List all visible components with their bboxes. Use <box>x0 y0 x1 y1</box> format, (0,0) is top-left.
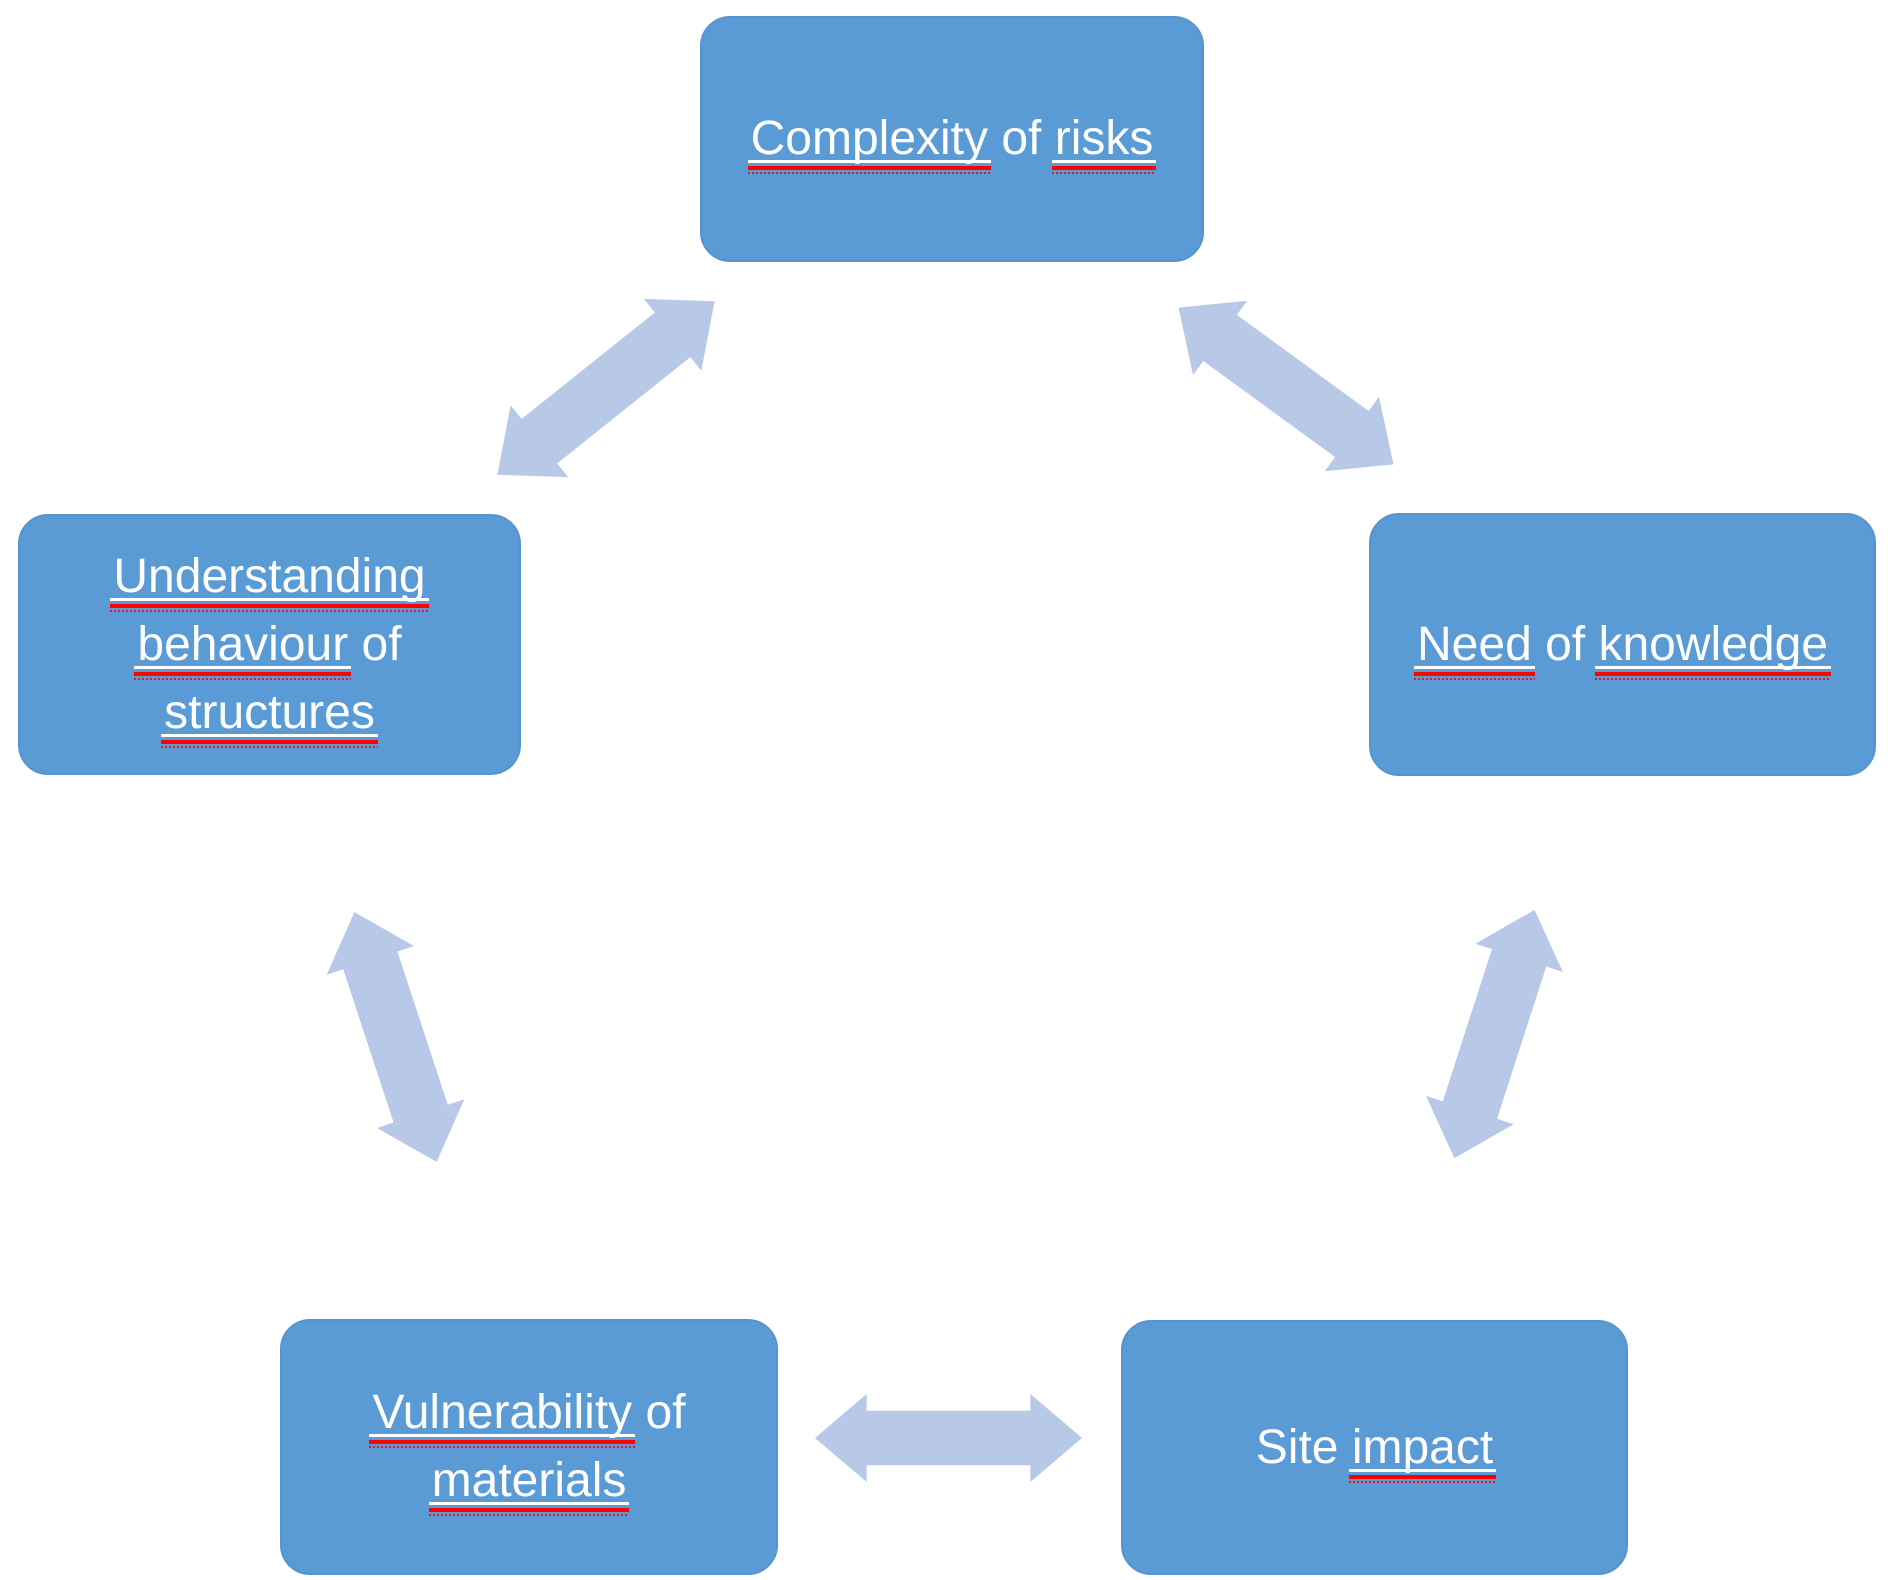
arrow-knowledge-siteimpact <box>1411 896 1579 1173</box>
misspelled-word: risks <box>1054 112 1154 165</box>
arrow-vulnerability-siteimpact <box>815 1394 1082 1482</box>
node-label-need-of-knowledge: Need of knowledge <box>1417 611 1828 679</box>
node-need-of-knowledge: Need of knowledge <box>1369 513 1876 776</box>
misspelled-word: Complexity <box>750 112 989 165</box>
node-site-impact: Site impact <box>1121 1320 1628 1575</box>
node-label-understanding-behaviour-of-structures: Understanding behaviour of structures <box>113 543 425 747</box>
arrow-complexity-knowledge <box>1151 270 1420 501</box>
misspelled-word: materials <box>431 1454 627 1507</box>
node-complexity-of-risks: Complexity of risks <box>700 16 1204 262</box>
plain-word: Site <box>1255 1420 1352 1474</box>
misspelled-word: impact <box>1351 1420 1494 1474</box>
node-label-site-impact: Site impact <box>1256 1414 1493 1482</box>
node-label-vulnerability-of-materials: Vulnerability of materials <box>372 1379 685 1515</box>
plain-word: of <box>1531 617 1599 671</box>
misspelled-word: Vulnerability <box>372 1386 633 1439</box>
plain-word: of <box>632 1386 686 1439</box>
misspelled-word: Need <box>1417 617 1532 671</box>
arrow-understanding-vulnerability <box>311 898 481 1177</box>
misspelled-word: behaviour <box>137 617 349 671</box>
plain-word: of <box>988 112 1055 165</box>
plain-word: of <box>348 617 402 671</box>
misspelled-word: knowledge <box>1598 617 1828 671</box>
node-vulnerability-of-materials: Vulnerability of materials <box>280 1319 778 1575</box>
misspelled-word: Understanding <box>113 549 426 603</box>
arrow-complexity-understanding <box>469 265 744 510</box>
node-label-complexity-of-risks: Complexity of risks <box>751 105 1154 173</box>
node-understanding-behaviour-of-structures: Understanding behaviour of structures <box>18 514 521 775</box>
misspelled-word: structures <box>164 685 375 739</box>
